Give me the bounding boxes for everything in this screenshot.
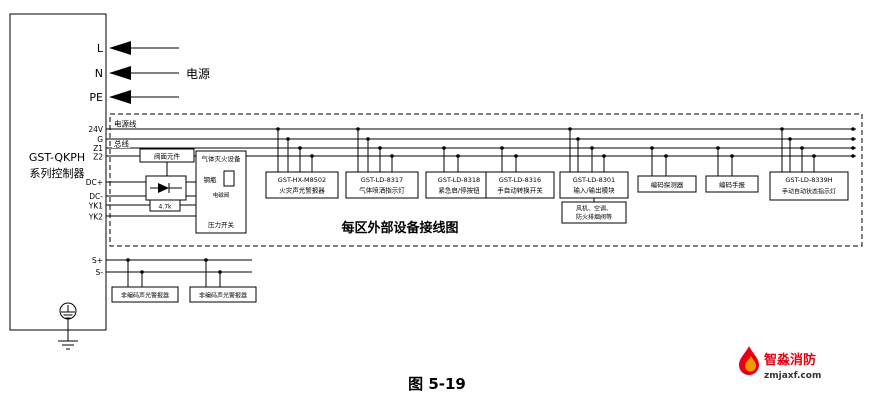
device-model: GST-LD-8339H bbox=[785, 176, 832, 184]
module-load-line2: 防火排烟阀等 bbox=[576, 213, 612, 221]
bus-label-power-line: 电源线 bbox=[114, 119, 137, 129]
terminal-label-yk1: YK1 bbox=[88, 202, 103, 211]
arrow-left-icon bbox=[109, 41, 131, 55]
terminal-label-s-minus: S- bbox=[96, 268, 104, 277]
zone-caption: 每区外部设备接线图 bbox=[341, 220, 458, 236]
diode-icon bbox=[150, 183, 182, 193]
controller-box: GST-QKPH 系列控制器 L N PE 24V G Z1 Z2 DC+ DC… bbox=[9, 13, 107, 331]
device-name: 手动自动状态指示灯 bbox=[782, 188, 836, 196]
device-name: 输入/输出模块 bbox=[573, 186, 615, 195]
figure-caption: 图 5-19 bbox=[408, 375, 466, 393]
resistor-label: 4.7k bbox=[158, 204, 172, 211]
device-box bbox=[345, 171, 419, 199]
brand-site: zmjaxf.com bbox=[764, 371, 821, 381]
device-8317: GST-LD-8317 气体喷洒指示灯 bbox=[345, 127, 419, 199]
brand-logo: 智淼消防 zmjaxf.com bbox=[739, 346, 821, 381]
terminal-label-dc-minus: DC- bbox=[89, 192, 103, 201]
pressure-switch-label: 压力开关 bbox=[208, 220, 235, 229]
device-name: 气体喷洒指示灯 bbox=[359, 186, 405, 195]
terminal-label-s-plus: S+ bbox=[92, 256, 103, 265]
module-load-line1: 风机、空调、 bbox=[576, 205, 612, 213]
device-name: 紧急启/停按钮 bbox=[438, 186, 480, 195]
gas-equipment-box bbox=[195, 150, 247, 234]
solenoid-label: 电磁阀 bbox=[213, 191, 230, 199]
gas-equipment-assembly: 阀面元件 4.7k 气体灭火设备 钢瓶 电磁阀 压力开关 bbox=[106, 148, 247, 234]
device-model: GST-HX-M8502 bbox=[278, 176, 326, 184]
device-box bbox=[705, 175, 759, 193]
arrow-left-icon bbox=[109, 66, 131, 80]
terminal-label-n: N bbox=[95, 67, 103, 80]
device-coded-callpoint: 编码手报 bbox=[705, 146, 759, 193]
device-8318: GST-LD-8318 紧急启/停按钮 bbox=[425, 146, 493, 199]
alarm-box bbox=[111, 286, 179, 303]
controller-outline bbox=[9, 13, 107, 331]
cylinder-icon bbox=[223, 170, 235, 187]
device-8316: GST-LD-8316 手自动转换开关 bbox=[485, 146, 555, 199]
device-model: GST-LD-8316 bbox=[499, 176, 541, 184]
device-name: 手自动转换开关 bbox=[497, 186, 543, 195]
controller-model: GST-QKPH bbox=[29, 151, 85, 164]
controller-series: 系列控制器 bbox=[30, 166, 85, 180]
valve-element-label: 阀面元件 bbox=[154, 152, 181, 161]
device-model: GST-LD-8318 bbox=[438, 176, 480, 184]
device-box bbox=[637, 175, 697, 193]
device-name: 编码探测器 bbox=[651, 180, 684, 189]
device-8301: GST-LD-8301 输入/输出模块 风机、空调、 防火排烟阀等 bbox=[559, 127, 629, 224]
module-load-box bbox=[561, 201, 627, 224]
brand-name: 智淼消防 bbox=[764, 352, 816, 368]
zone-dashed-border bbox=[109, 113, 863, 247]
alarm-box bbox=[189, 286, 257, 303]
power-label: 电源 bbox=[186, 67, 210, 81]
terminal-label-dc-plus: DC+ bbox=[86, 178, 103, 187]
terminal-label-yk2: YK2 bbox=[88, 213, 103, 222]
device-coded-detector: 编码探测器 bbox=[637, 146, 697, 193]
ground-symbol bbox=[58, 302, 78, 350]
alarm-label: 非编码声光警报器 bbox=[199, 292, 247, 300]
terminal-label-g: G bbox=[97, 135, 103, 144]
terminal-label-z1: Z1 bbox=[93, 144, 103, 153]
terminal-label-z2: Z2 bbox=[93, 153, 103, 162]
gas-equipment-title: 气体灭火设备 bbox=[202, 154, 242, 163]
bus-label-signal-line: 总线 bbox=[114, 139, 129, 149]
arrow-left-icon bbox=[109, 90, 131, 104]
device-m8502: GST-HX-M8502 火灾声光警报器 bbox=[265, 127, 339, 199]
cylinder-label: 钢瓶 bbox=[204, 176, 218, 184]
device-model: GST-LD-8317 bbox=[361, 176, 403, 184]
terminal-label-pe: PE bbox=[89, 91, 103, 104]
terminal-label-24v: 24V bbox=[88, 125, 104, 134]
flame-icon bbox=[739, 346, 759, 375]
device-8339h: GST-LD-8339H 手动自动状态指示灯 bbox=[769, 127, 849, 201]
device-box bbox=[769, 171, 849, 201]
device-model: GST-LD-8301 bbox=[573, 176, 615, 184]
power-input: 电源 bbox=[109, 41, 210, 104]
device-name: 编码手报 bbox=[719, 180, 746, 189]
device-box bbox=[265, 171, 339, 199]
terminal-label-l: L bbox=[97, 42, 104, 55]
sound-light-alarms: 非编码声光警报器 非编码声光警报器 bbox=[106, 258, 257, 303]
device-name: 火灾声光警报器 bbox=[279, 186, 325, 195]
alarm-label: 非编码声光警报器 bbox=[121, 292, 169, 300]
device-box bbox=[485, 171, 555, 199]
